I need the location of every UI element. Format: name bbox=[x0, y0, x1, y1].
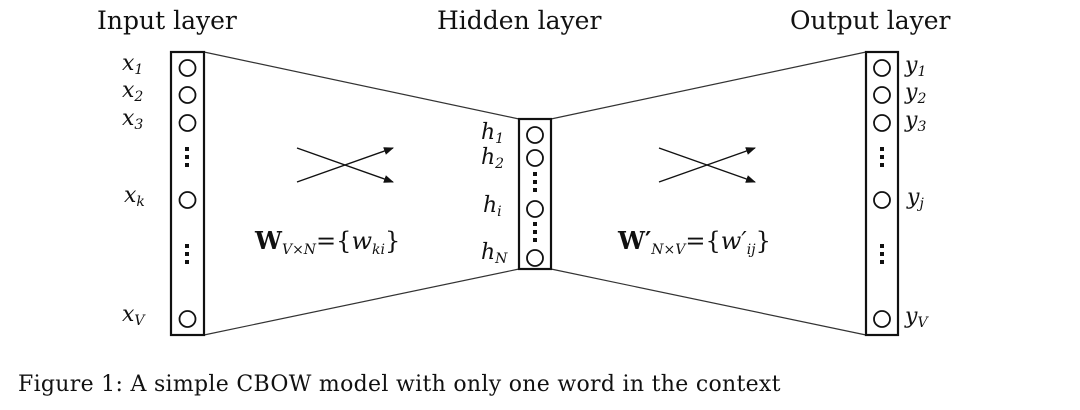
output-node-y2 bbox=[873, 86, 891, 104]
hidden-label-hi: hi bbox=[483, 193, 502, 221]
right-cross-arrows-icon bbox=[658, 147, 756, 183]
output-label-yj: yj bbox=[907, 185, 924, 213]
output-label-yV: yV bbox=[905, 304, 928, 332]
hidden-node-hN bbox=[526, 249, 544, 267]
output-node-yV bbox=[873, 310, 891, 328]
input-node-x3 bbox=[178, 114, 197, 132]
output-ellipsis-dots bbox=[880, 147, 884, 264]
hidden-node-h2 bbox=[526, 149, 544, 167]
hidden-label-h1: h1 bbox=[481, 120, 505, 148]
hidden-layer-title: Hidden layer bbox=[437, 6, 602, 35]
output-nodes bbox=[873, 59, 891, 328]
input-node-xV bbox=[178, 310, 197, 328]
output-node-y3 bbox=[873, 114, 891, 132]
left-cross-arrows-icon bbox=[296, 147, 394, 183]
input-ellipsis-dots bbox=[185, 147, 189, 264]
input-layer-title: Input layer bbox=[97, 6, 237, 35]
input-label-x1: x1 bbox=[122, 51, 144, 79]
output-node-yj bbox=[873, 191, 891, 209]
input-to-hidden-bottom-line bbox=[203, 268, 520, 336]
hidden-layer-box bbox=[517, 117, 553, 271]
connection-lines bbox=[203, 51, 867, 336]
figure-caption: Figure 1: A simple CBOW model with only … bbox=[18, 372, 781, 397]
input-label-xV: xV bbox=[122, 302, 145, 330]
input-node-x1 bbox=[178, 59, 197, 77]
input-to-hidden-top-line bbox=[203, 51, 520, 120]
input-node-xk bbox=[178, 191, 197, 209]
output-label-y1: y1 bbox=[905, 53, 927, 81]
hidden-label-hN: hN bbox=[481, 240, 508, 268]
input-label-xk: xk bbox=[124, 183, 145, 211]
output-label-y3: y3 bbox=[905, 108, 927, 136]
input-hidden-weight-label: WV×N={wki} bbox=[255, 226, 401, 258]
hidden-nodes bbox=[526, 126, 544, 267]
hidden-to-output-bottom-line bbox=[550, 268, 867, 336]
output-label-y2: y2 bbox=[905, 80, 927, 108]
hidden-node-h1 bbox=[526, 126, 544, 144]
hidden-label-h2: h2 bbox=[481, 145, 505, 173]
input-node-x2 bbox=[178, 86, 197, 104]
hidden-ellipsis-dots bbox=[533, 172, 537, 242]
output-node-y1 bbox=[873, 59, 891, 77]
output-layer-title: Output layer bbox=[790, 6, 951, 35]
hidden-node-hi bbox=[526, 200, 544, 218]
input-nodes bbox=[178, 59, 197, 328]
hidden-output-weight-label: W′N×V={w′ij} bbox=[618, 226, 771, 258]
hidden-to-output-top-line bbox=[550, 51, 867, 120]
input-label-x2: x2 bbox=[122, 78, 144, 106]
input-label-x3: x3 bbox=[122, 106, 144, 134]
